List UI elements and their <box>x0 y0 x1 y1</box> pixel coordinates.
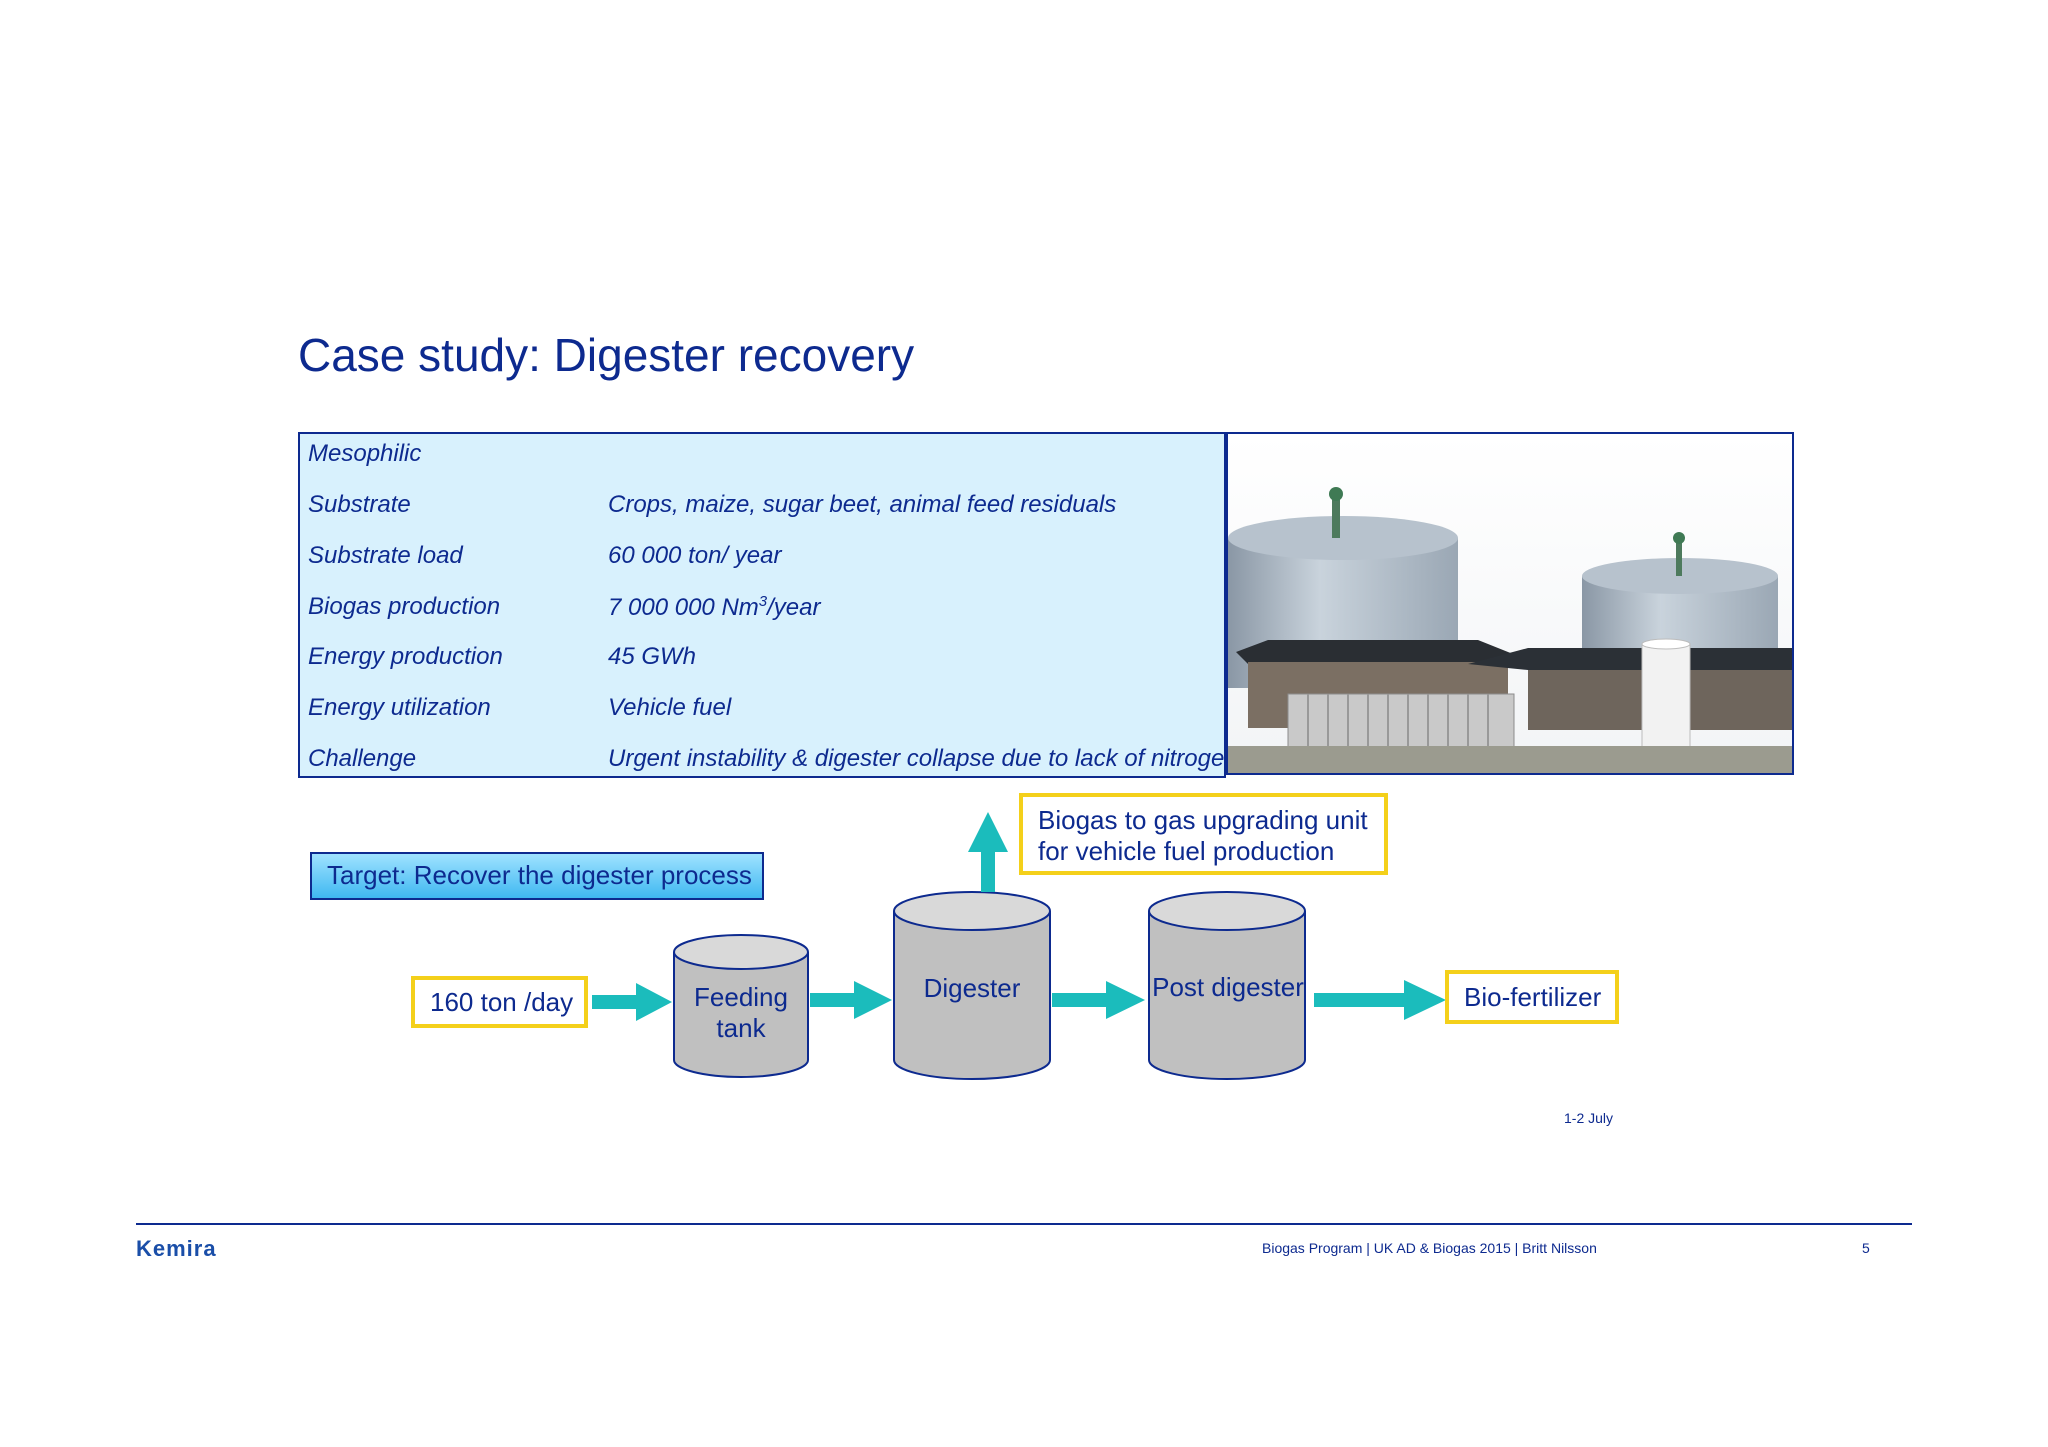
biogas-upgrading-box: Biogas to gas upgrading unit for vehicle… <box>1019 793 1388 875</box>
arrow-post-to-biofertilizer <box>1314 980 1446 1020</box>
info-value: 7 000 000 Nm3/year <box>608 593 820 622</box>
bio-fertilizer-box: Bio-fertilizer <box>1445 970 1619 1024</box>
footer-text: Biogas Program | UK AD & Biogas 2015 | B… <box>1262 1240 1597 1256</box>
feeding-tank-label-line2: tank <box>716 1013 766 1043</box>
feeding-tank-label: Feeding tank <box>674 982 808 1044</box>
info-table: Mesophilic Substrate Crops, maize, sugar… <box>298 432 1238 778</box>
info-label: Energy production <box>308 643 503 670</box>
value-part: 7 000 000 Nm <box>608 594 759 621</box>
arrow-digester-to-biogas <box>968 812 1008 892</box>
info-value: 45 GWh <box>608 643 697 670</box>
biogas-plant-illustration <box>1228 434 1792 773</box>
info-label: Substrate load <box>308 542 463 569</box>
arrow-input-to-feeding <box>592 983 672 1021</box>
arrow-feeding-to-digester <box>810 981 892 1019</box>
info-label: Challenge <box>308 745 417 772</box>
post-digester-label: Post digester <box>1152 972 1304 1002</box>
biogas-plant-photo <box>1226 432 1794 775</box>
page-number: 5 <box>1862 1240 1870 1256</box>
superscript: 3 <box>758 593 768 610</box>
value-part: /year <box>767 594 821 621</box>
arrow-digester-to-post <box>1052 981 1145 1019</box>
info-heading: Mesophilic <box>308 440 422 467</box>
digester-label: Digester <box>923 973 1021 1003</box>
target-label: Target: Recover the digester process <box>310 852 764 900</box>
footer-divider <box>136 1223 1912 1225</box>
feeding-tank-label-line1: Feeding <box>694 982 788 1012</box>
company-logo: Kemira <box>136 1236 217 1261</box>
slide-title: Case study: Digester recovery <box>298 329 915 381</box>
info-label: Biogas production <box>308 593 501 620</box>
info-value: Urgent instability & digester collapse d… <box>608 745 1238 772</box>
feeding-tank-shape <box>673 934 809 1078</box>
info-label: Energy utilization <box>308 694 491 721</box>
date-label: 1-2 July <box>1564 1110 1614 1126</box>
info-value: 60 000 ton/ year <box>608 542 782 569</box>
info-label: Substrate <box>308 491 411 518</box>
info-value: Vehicle fuel <box>608 694 732 721</box>
biogas-line2: for vehicle fuel production <box>1038 836 1335 866</box>
digester-shape <box>893 891 1051 1080</box>
input-amount-box: 160 ton /day <box>411 976 588 1028</box>
info-value: Crops, maize, sugar beet, animal feed re… <box>608 491 1117 518</box>
post-digester-shape <box>1148 891 1306 1080</box>
biogas-line1: Biogas to gas upgrading unit <box>1038 805 1368 835</box>
